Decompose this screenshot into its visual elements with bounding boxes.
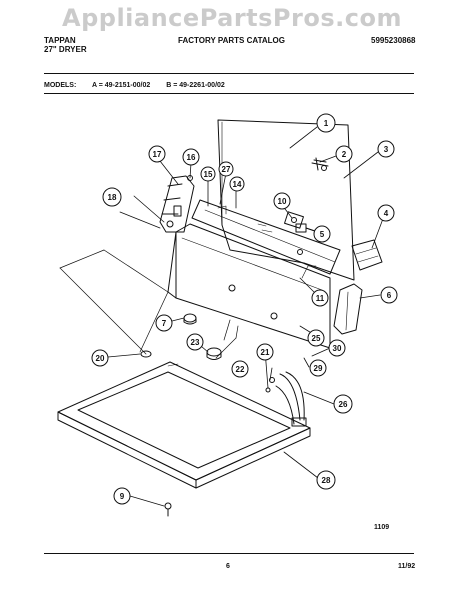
footer-rule <box>44 553 414 554</box>
svg-text:23: 23 <box>191 338 200 347</box>
catalog-part-number: 5995230868 <box>371 36 416 45</box>
callout-20: 20 <box>91 349 109 367</box>
callout-2: 2 <box>335 145 353 163</box>
models-line: MODELS: A = 49-2151-00/02 B = 49-2261-00… <box>44 82 239 89</box>
model-b: B = 49-2261-00/02 <box>166 82 225 89</box>
callout-29: 29 <box>309 359 327 377</box>
assembly-lines <box>59 249 239 359</box>
callout-11: 11 <box>311 289 329 307</box>
callout-14: 14 <box>229 176 245 192</box>
svg-text:22: 22 <box>236 365 245 374</box>
clip <box>140 350 152 358</box>
callout-23: 23 <box>186 333 204 351</box>
screw <box>164 502 172 517</box>
callout-26: 26 <box>333 394 353 414</box>
model-a: A = 49-2151-00/02 <box>91 82 151 89</box>
svg-text:16: 16 <box>187 153 196 162</box>
svg-text:26: 26 <box>339 400 348 409</box>
svg-text:4: 4 <box>384 209 389 218</box>
brand-label: TAPPAN <box>44 36 76 45</box>
svg-text:21: 21 <box>261 348 270 357</box>
page-number: 6 <box>226 563 230 570</box>
callout-9: 9 <box>113 487 131 505</box>
svg-text:9: 9 <box>120 492 125 501</box>
svg-text:25: 25 <box>312 334 321 343</box>
callout-22: 22 <box>231 360 249 378</box>
svg-text:6: 6 <box>387 291 392 300</box>
svg-text:29: 29 <box>314 364 323 373</box>
callout-18: 18 <box>102 187 122 207</box>
svg-text:14: 14 <box>233 180 242 189</box>
callout-10: 10 <box>273 192 291 210</box>
revision-date: 11/92 <box>398 563 416 570</box>
svg-text:5: 5 <box>320 230 325 239</box>
callout-17: 17 <box>148 145 166 163</box>
models-label: MODELS: <box>44 82 77 89</box>
callout-4: 4 <box>377 204 395 222</box>
svg-text:18: 18 <box>108 193 117 202</box>
top-panel <box>57 361 311 489</box>
svg-text:2: 2 <box>342 150 347 159</box>
leader-lines <box>107 126 385 507</box>
callout-28: 28 <box>316 470 336 490</box>
catalog-title: FACTORY PARTS CATALOG <box>178 36 285 45</box>
control-panel-rail <box>191 199 341 275</box>
svg-text:7: 7 <box>162 319 167 328</box>
callout-21: 21 <box>256 343 274 361</box>
svg-text:3: 3 <box>384 145 389 154</box>
timer-control <box>284 211 304 229</box>
callout-5: 5 <box>313 225 331 243</box>
wire-leads <box>275 371 307 427</box>
callout-7: 7 <box>155 314 173 332</box>
callout-3: 3 <box>377 140 395 158</box>
callout-15: 15 <box>200 166 216 182</box>
product-label: 27" DRYER <box>44 45 87 54</box>
svg-text:1: 1 <box>324 119 329 128</box>
watermark: AppliancePartsPros.com <box>62 4 402 32</box>
svg-text:27: 27 <box>222 165 231 174</box>
wire-clip <box>311 157 329 171</box>
svg-text:11: 11 <box>316 294 325 303</box>
right-end-cap <box>333 283 363 335</box>
knob-small <box>206 347 222 360</box>
switch-block <box>351 239 383 271</box>
callouts: 1 2 3 4 5 6 7 9 10 11 14 15 16 17 18 20 … <box>91 113 398 505</box>
callout-30: 30 <box>328 339 346 357</box>
callout-6: 6 <box>380 286 398 304</box>
svg-text:17: 17 <box>153 150 162 159</box>
callout-25: 25 <box>307 329 325 347</box>
svg-text:30: 30 <box>333 344 342 353</box>
callout-16: 16 <box>182 148 200 166</box>
models-rule <box>44 93 414 94</box>
callout-27: 27 <box>218 161 234 177</box>
header-rule <box>44 73 414 74</box>
left-end-bracket <box>159 175 195 233</box>
svg-text:20: 20 <box>96 354 105 363</box>
callout-1: 1 <box>316 113 336 133</box>
svg-text:10: 10 <box>278 197 287 206</box>
drawing-code: 1109 <box>374 524 390 531</box>
knob <box>183 313 197 325</box>
svg-text:15: 15 <box>204 170 213 179</box>
svg-text:28: 28 <box>322 476 331 485</box>
